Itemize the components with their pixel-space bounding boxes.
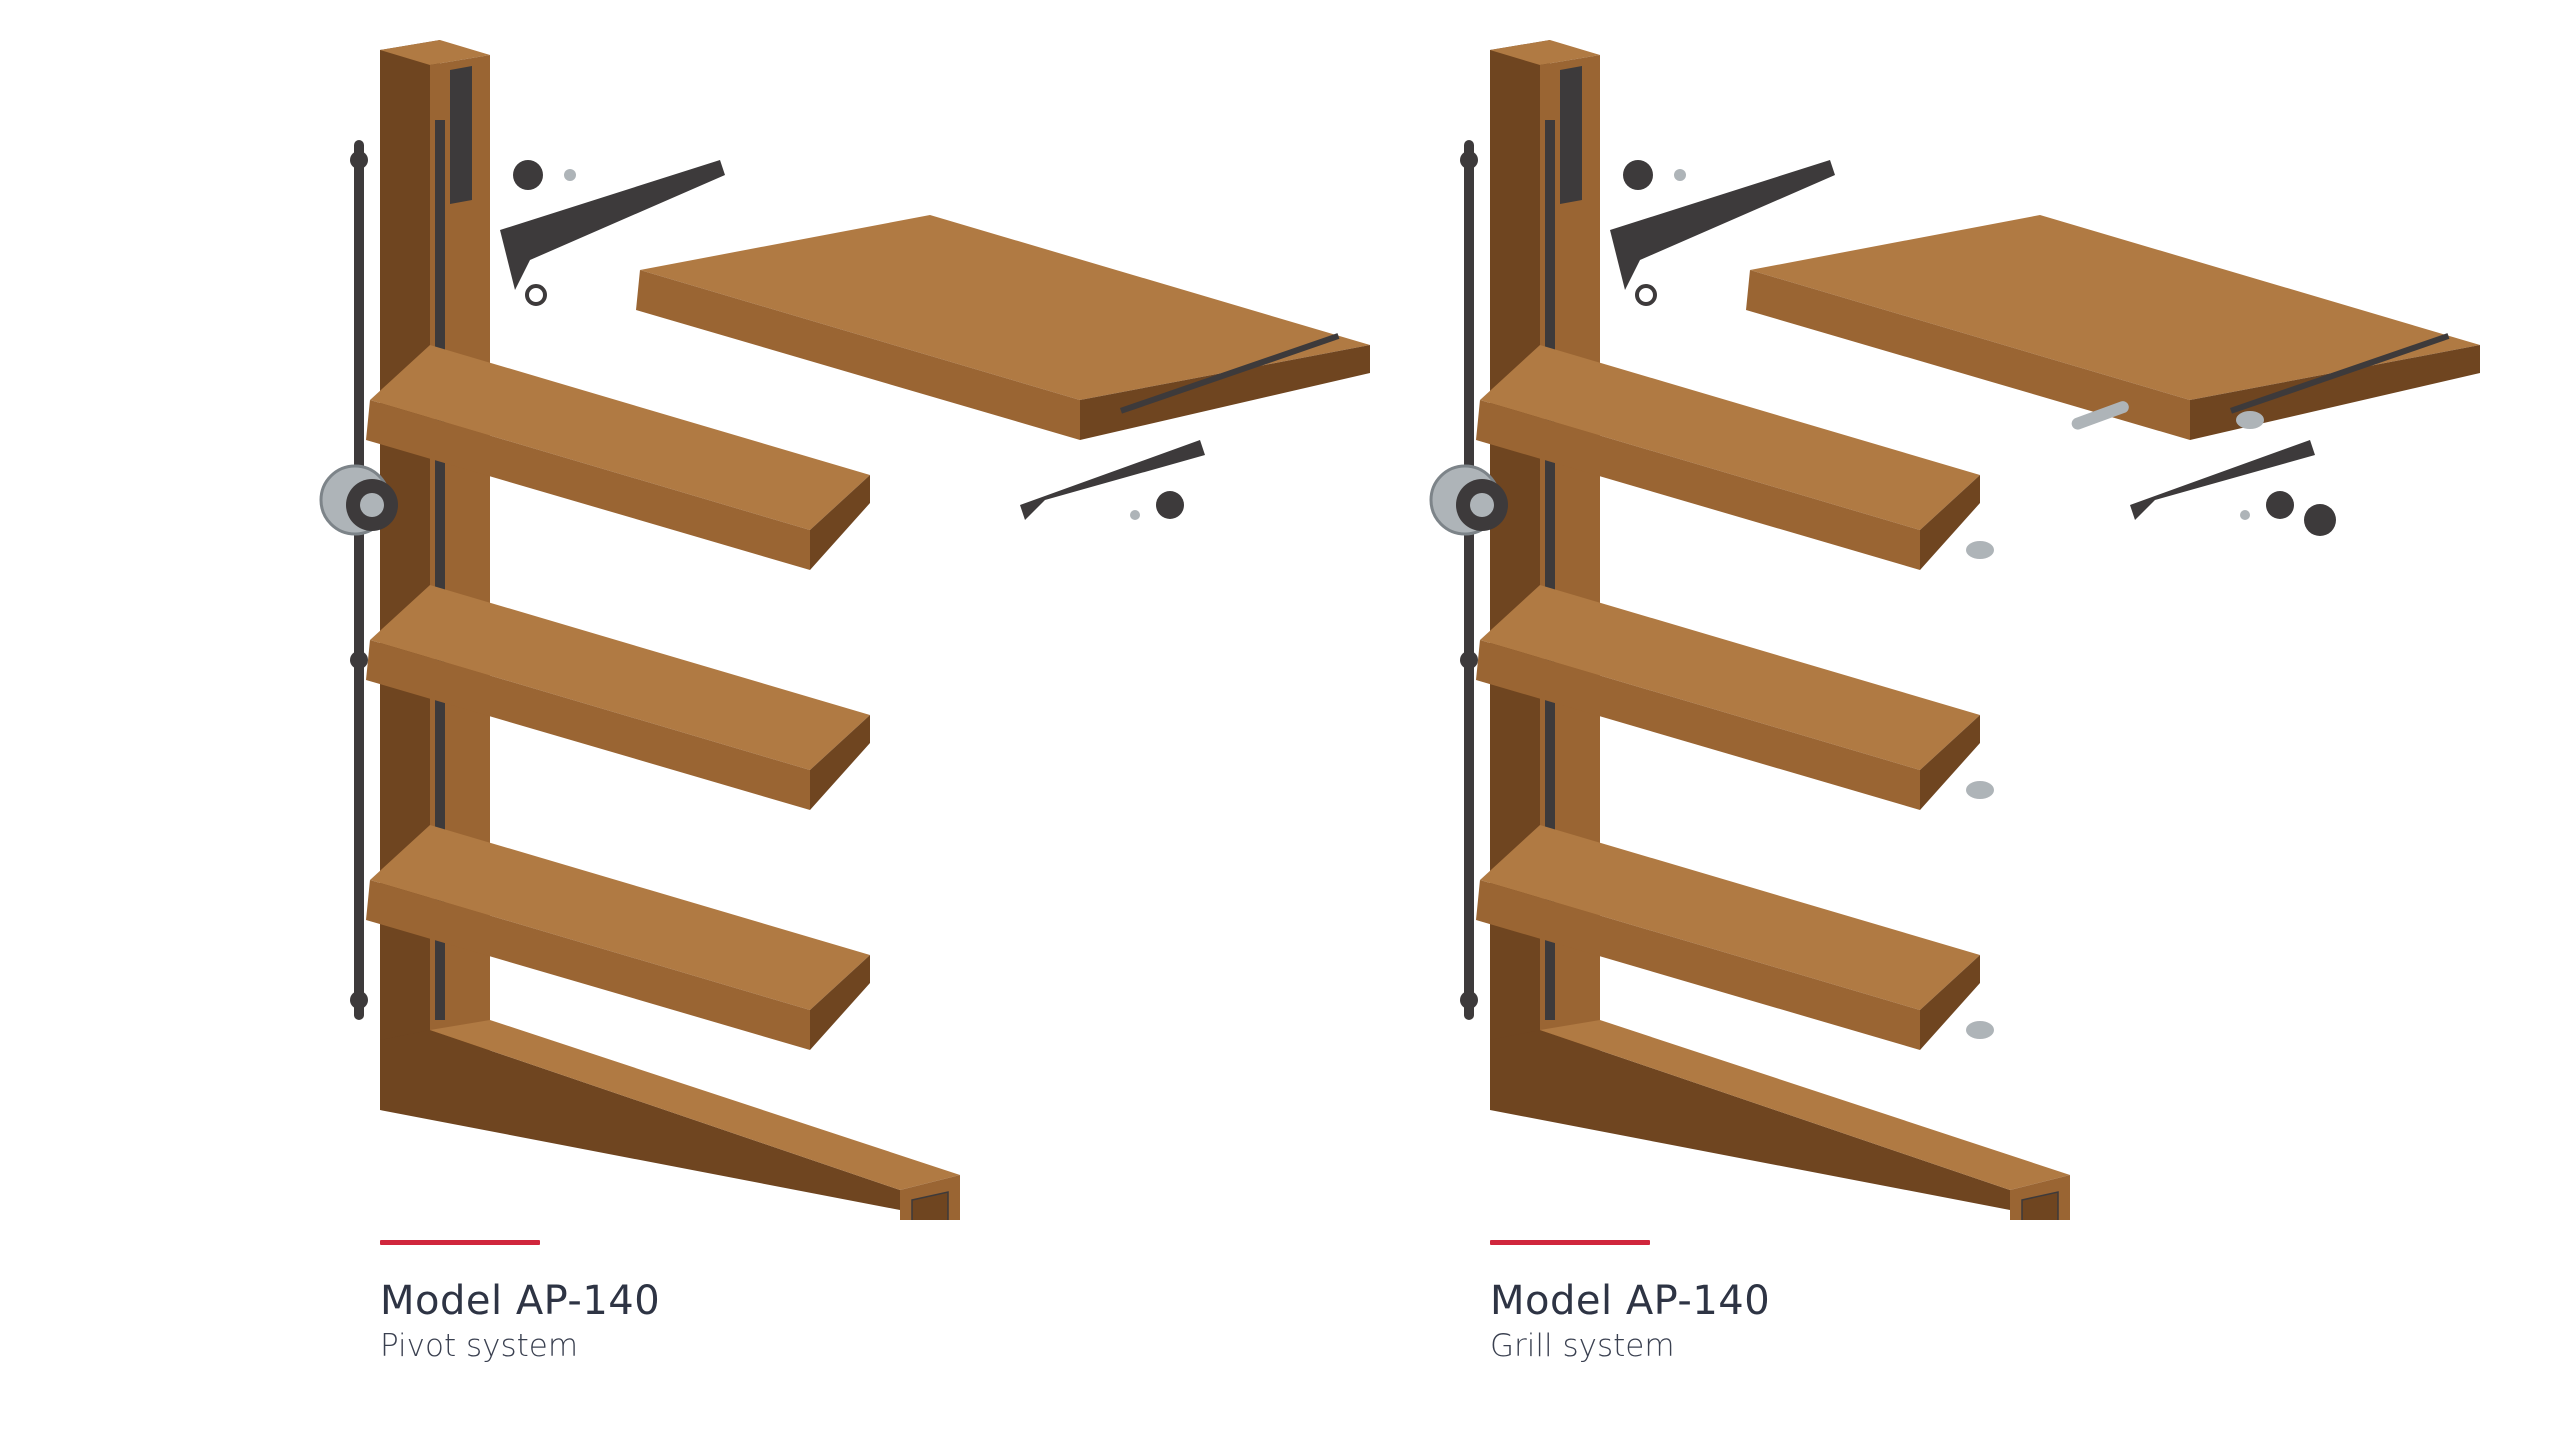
model-subtitle: Pivot system	[380, 1328, 579, 1364]
rod-bracket	[350, 651, 368, 669]
screw-right	[2240, 510, 2250, 520]
slat-2-pipe	[1966, 781, 1994, 799]
slat-1-top	[1480, 345, 1980, 530]
model-title: Model AP-140	[1490, 1278, 1771, 1324]
slat-2-front	[1476, 640, 1920, 810]
exploded-slat-groove	[1120, 333, 1340, 414]
operating-rod	[1464, 140, 1474, 1020]
slat-3-pipe	[1966, 1021, 1994, 1039]
slat-1-front	[366, 400, 810, 570]
slat-3-top	[1480, 825, 1980, 1010]
exploded-slat-pipe	[2236, 411, 2264, 429]
grill-caption: Model AP-140 Grill system	[1490, 1240, 1770, 1367]
frame-rail-profile	[911, 1191, 949, 1220]
slat-3-edge	[1920, 955, 1980, 1050]
slat-2-edge	[810, 715, 870, 810]
screw-top	[1674, 169, 1686, 181]
exploded-slat-groove	[2229, 333, 2450, 414]
washer-top	[1635, 284, 1657, 306]
bushing-top	[513, 160, 543, 190]
frame-post-top	[380, 40, 490, 65]
slat-3-front	[366, 880, 810, 1050]
operating-rod	[354, 140, 364, 1020]
slat-2-front	[366, 640, 810, 810]
slat-3-edge	[810, 955, 870, 1050]
rod-bracket	[1460, 651, 1478, 669]
bracket-right	[2130, 440, 2315, 520]
exploded-slat-front	[636, 270, 1080, 440]
slat-1-top	[370, 345, 870, 530]
screw-top	[564, 169, 576, 181]
bracket-top	[500, 160, 725, 290]
slat-1-front	[1476, 400, 1920, 570]
frame-rail-profile	[2021, 1191, 2059, 1220]
accent-line	[380, 1240, 540, 1245]
product-grill-system: Model AP-140 Grill system	[1410, 0, 2510, 1440]
gear-center	[1470, 493, 1494, 517]
bushing-right	[2266, 491, 2294, 519]
bracket-right	[1020, 440, 1205, 520]
grill-system-illustration	[1429, 40, 2480, 1220]
slat-1-groove	[850, 538, 852, 544]
rod-bracket	[350, 151, 368, 169]
frame-rail-top	[430, 1020, 960, 1190]
washer-top	[525, 284, 547, 306]
slat-3-front	[1476, 880, 1920, 1050]
frame-rail-side	[380, 1030, 900, 1210]
pivot-caption: Model AP-140 Pivot system	[380, 1240, 660, 1367]
slat-3-groove	[1960, 1018, 1962, 1024]
slat-2-top	[370, 585, 870, 770]
bushing-right	[1156, 491, 1184, 519]
frame-channel	[435, 120, 445, 1020]
bracket-top	[1610, 160, 1835, 290]
slat-3-groove	[850, 1018, 852, 1024]
slat-1-groove	[1960, 538, 1962, 544]
exploded-slat-top	[640, 215, 1370, 400]
product-pivot-system: Model AP-140 Pivot system	[300, 0, 1400, 1440]
exploded-slat-front	[1746, 270, 2190, 440]
bushing-top	[1623, 160, 1653, 190]
frame-post-slot	[450, 66, 472, 204]
screw-right	[1130, 510, 1140, 520]
slat-2-groove	[850, 778, 852, 784]
exploded-slat-edge	[1080, 345, 1370, 440]
frame-post-top	[1490, 40, 1600, 65]
grill-rod	[2071, 401, 2129, 430]
slat-2-top	[1480, 585, 1980, 770]
slat-3-top	[370, 825, 870, 1010]
pivot-system-illustration	[319, 40, 1370, 1220]
slat-1-edge	[1920, 475, 1980, 570]
exploded-slat-top	[1750, 215, 2480, 400]
model-title: Model AP-140	[380, 1278, 661, 1324]
gear-center	[360, 493, 384, 517]
frame-channel	[1545, 120, 1555, 1020]
frame-rail-side	[1490, 1030, 2010, 1210]
cap-right	[2304, 504, 2336, 536]
rod-bracket	[1460, 151, 1478, 169]
rod-bracket	[350, 991, 368, 1009]
slat-1-edge	[810, 475, 870, 570]
slat-2-edge	[1920, 715, 1980, 810]
rod-bracket	[1460, 991, 1478, 1009]
accent-line	[1490, 1240, 1650, 1245]
slat-1-pipe	[1966, 541, 1994, 559]
slat-2-groove	[1960, 778, 1962, 784]
frame-post-slot	[1560, 66, 1582, 204]
frame-rail-top	[1540, 1020, 2070, 1190]
model-subtitle: Grill system	[1490, 1328, 1675, 1364]
